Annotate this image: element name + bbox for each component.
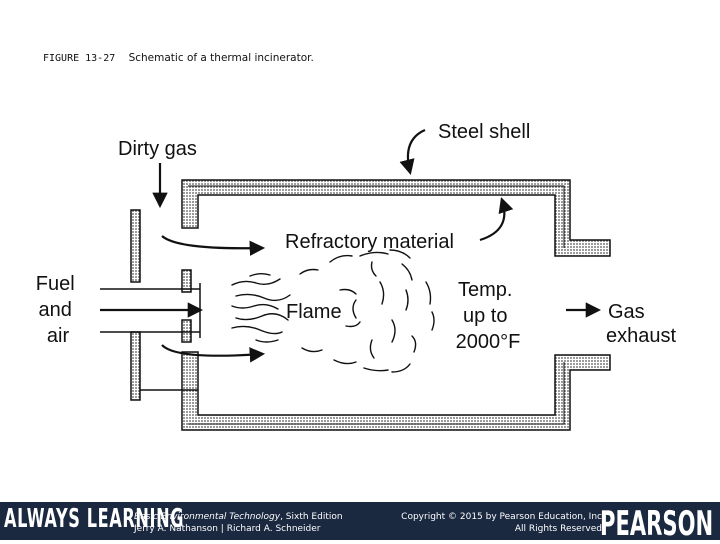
book-credit: Basic Environmental Technology, Sixth Ed… [134, 511, 343, 535]
fuel-and-air-line-3: air [47, 325, 70, 347]
gas-exhaust-label: Gas exhaust [606, 301, 676, 347]
book-authors: Jerry A. Nathanson | Richard A. Schneide… [134, 524, 321, 534]
fuel-and-air-label: Fuel and air [36, 273, 80, 347]
shell-top-wall [181, 179, 611, 257]
fuel-and-air-line-2: and [39, 299, 72, 321]
temperature-label: Temp. up to 2000°F [456, 279, 521, 353]
always-learning-logo: ALWAYS LEARNING [4, 504, 185, 534]
dirty-gas-label: Dirty gas [118, 138, 197, 160]
temperature-line-2: up to [463, 305, 507, 327]
steel-shell [130, 179, 611, 431]
inlet-ring-lower [181, 319, 192, 343]
fuel-and-air-line-1: Fuel [36, 273, 75, 295]
figure-label: FIGURE 13-27 [43, 53, 116, 64]
steel-shell-pointer [399, 128, 426, 175]
inlet-ring-upper [181, 269, 192, 293]
figure-caption: FIGURE 13-27 Schematic of a thermal inci… [43, 52, 314, 64]
incinerator-diagram: Dirty gas Steel shell Refractory materia… [36, 121, 676, 431]
book-title-line: Basic Environmental Technology, Sixth Ed… [134, 511, 343, 523]
copyright-line: Copyright © 2015 by Pearson Education, I… [401, 512, 602, 522]
temperature-line-3: 2000°F [456, 331, 521, 353]
copyright-notice: Copyright © 2015 by Pearson Education, I… [401, 511, 602, 535]
lower-gas-arrow [161, 344, 266, 363]
burner-plate-upper [130, 209, 141, 283]
book-edition: , Sixth Edition [280, 512, 343, 522]
refractory-inner-bottom [188, 362, 565, 425]
flame-label: Flame [286, 301, 342, 323]
refractory-inner-top [188, 185, 565, 248]
gas-exhaust-line-2: exhaust [606, 325, 676, 347]
rights-line: All Rights Reserved [514, 524, 602, 534]
steel-shell-label: Steel shell [438, 121, 530, 143]
temperature-line-1: Temp. [458, 279, 512, 301]
gas-exhaust-line-1: Gas [608, 301, 645, 323]
footer-bar: ALWAYS LEARNING Basic Environmental Tech… [0, 502, 720, 544]
upper-gas-arrow [161, 235, 266, 256]
burner-plate-lower [130, 331, 141, 401]
figure-caption-text: Schematic of a thermal incinerator. [128, 52, 314, 64]
refractory-pointer [479, 197, 514, 242]
refractory-material-label: Refractory material [285, 231, 454, 253]
book-title: Basic Environmental Technology [134, 512, 281, 522]
pearson-logo: PEARSON [600, 504, 714, 544]
shell-bottom-wall [181, 351, 611, 431]
flame-lines [231, 249, 435, 373]
flow-arrows [100, 128, 602, 363]
